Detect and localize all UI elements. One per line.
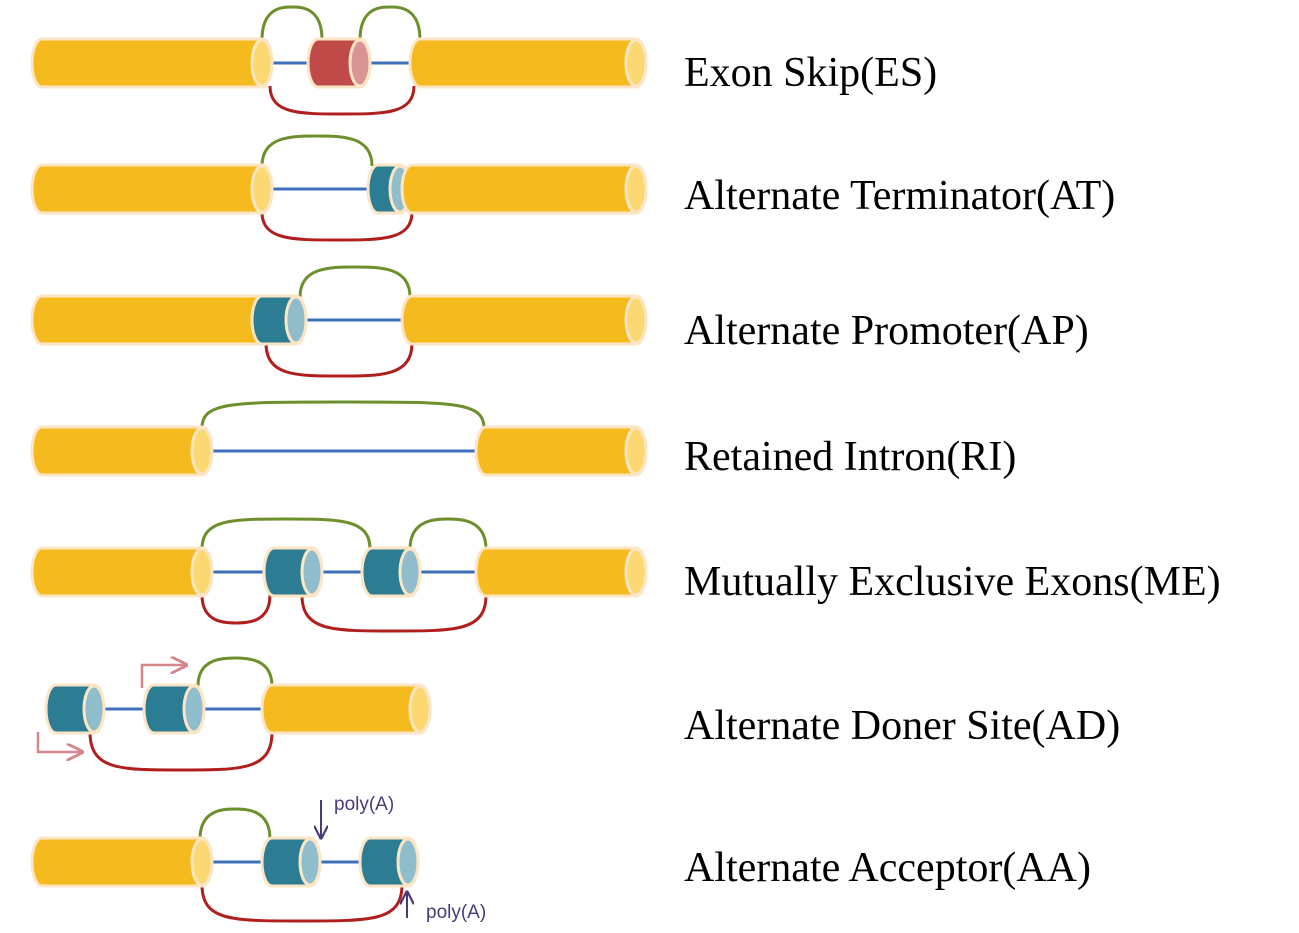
label-alternate-doner-site: Alternate Doner Site(AD) <box>684 703 1120 749</box>
ap-skip-junction <box>264 342 414 378</box>
ap-exon-2 <box>400 294 648 346</box>
ap-exon-1 <box>30 294 274 346</box>
es-skipped-exon <box>306 37 372 89</box>
aa-alt-exon-2 <box>358 836 420 888</box>
me-junction-top-1 <box>200 517 372 550</box>
ad-alt-exon-1 <box>44 683 106 735</box>
es-inclusion-junction-1 <box>260 5 324 41</box>
at-exon-1 <box>30 163 274 215</box>
es-inclusion-junction-2 <box>358 5 422 41</box>
me-exon-1 <box>30 546 214 598</box>
ad-inclusion-junction <box>196 656 274 687</box>
me-junction-top-2 <box>408 517 488 550</box>
label-alternate-promoter: Alternate Promoter(AP) <box>684 308 1089 354</box>
aa-skip-junction <box>200 884 404 923</box>
ad-skip-junction <box>88 731 274 772</box>
ad-exon <box>260 683 432 735</box>
intron-layer <box>104 61 480 864</box>
me-alt-exon-1 <box>262 546 324 598</box>
me-junction-bottom-2 <box>300 594 488 633</box>
label-alternate-acceptor: Alternate Acceptor(AA) <box>684 845 1091 891</box>
ap-inclusion-junction <box>298 265 412 298</box>
ri-exon-1 <box>30 425 214 477</box>
at-exon-2 <box>400 163 648 215</box>
label-mutually-exclusive-exons: Mutually Exclusive Exons(ME) <box>684 559 1221 605</box>
polya-label-top: poly(A) <box>334 794 394 815</box>
label-alternate-terminator: Alternate Terminator(AT) <box>684 173 1115 219</box>
ri-retained-junction <box>200 400 486 429</box>
label-retained-intron: Retained Intron(RI) <box>684 434 1016 480</box>
tss-arrow-upper <box>140 665 186 688</box>
ap-alt-exon <box>250 294 308 346</box>
es-skip-junction <box>268 85 416 116</box>
aa-exon <box>30 836 214 888</box>
ad-alt-exon-2 <box>142 683 206 735</box>
es-exon-2 <box>408 37 648 89</box>
tss-arrow-lower <box>36 732 82 752</box>
es-exon-1 <box>30 37 274 89</box>
arrow-layer <box>36 665 407 918</box>
me-junction-bottom-1 <box>200 594 272 625</box>
me-alt-exon-2 <box>360 546 422 598</box>
exon-layer <box>30 37 648 888</box>
aa-inclusion-junction <box>198 807 272 840</box>
me-exon-2 <box>474 546 648 598</box>
ri-exon-2 <box>474 425 648 477</box>
polya-label-bottom: poly(A) <box>426 902 486 923</box>
at-skip-junction <box>260 211 414 242</box>
label-exon-skip: Exon Skip(ES) <box>684 50 937 96</box>
junction-layer <box>88 5 488 923</box>
at-inclusion-junction <box>260 134 374 167</box>
aa-alt-exon-1 <box>260 836 322 888</box>
